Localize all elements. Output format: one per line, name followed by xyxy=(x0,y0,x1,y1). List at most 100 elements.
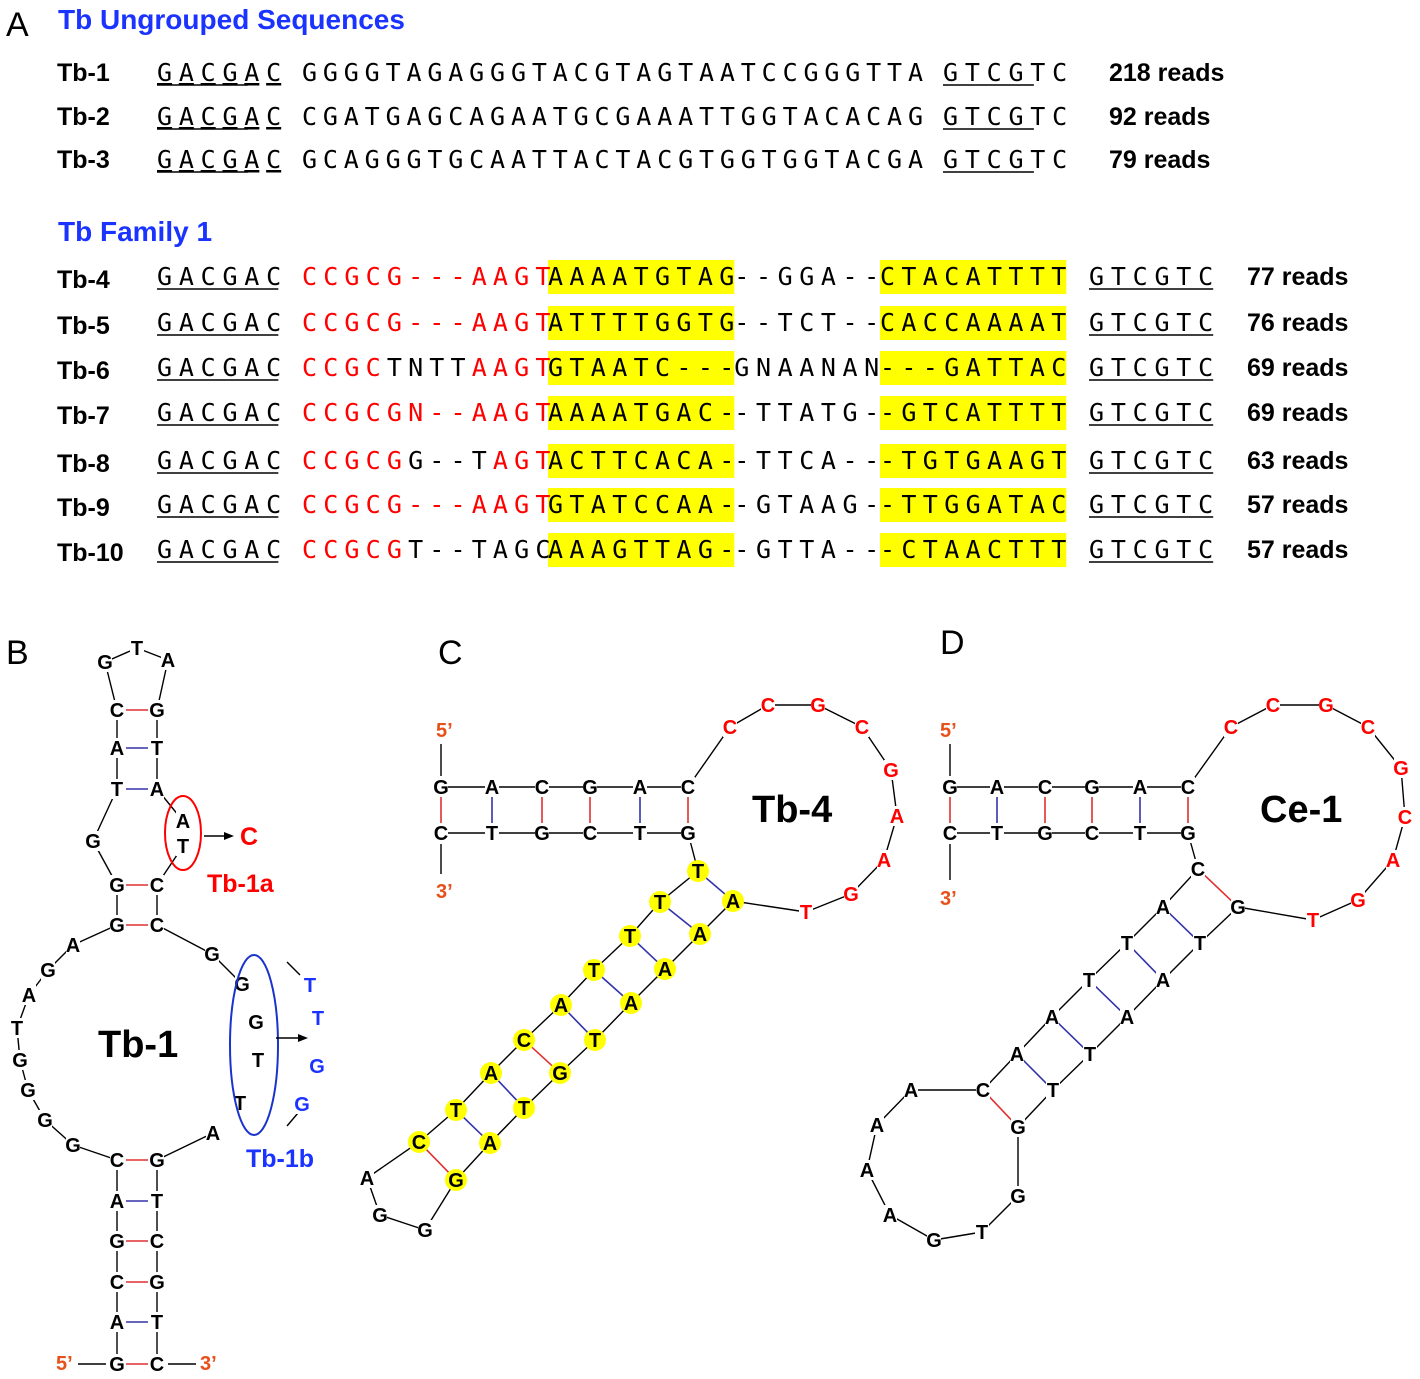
base-pair-bond xyxy=(704,876,727,896)
stem-3-seq: CTACATTTT xyxy=(880,262,1066,291)
nucleotide: T xyxy=(151,1312,163,1334)
nucleotide: T xyxy=(131,638,143,660)
tb1a-variant-ellipse xyxy=(164,795,202,871)
base-bg xyxy=(1361,717,1375,737)
base-bg xyxy=(723,717,737,737)
base-bg xyxy=(890,806,904,826)
stem-highlight-circle xyxy=(584,1029,606,1051)
base-bg xyxy=(761,695,775,715)
nucleotide: G xyxy=(40,960,56,982)
nucleotide: T xyxy=(11,1018,23,1040)
base-bg xyxy=(110,779,124,799)
base-bg xyxy=(310,1056,324,1076)
base-bg xyxy=(110,1231,124,1251)
nucleotide: C xyxy=(1038,777,1052,799)
nucleotide: A xyxy=(161,650,175,672)
primer-left: GACGAC xyxy=(157,490,281,519)
stem-3-seq: -CTAACTTT xyxy=(880,535,1066,564)
nucleotide: G xyxy=(417,1220,433,1242)
base-bg xyxy=(206,1123,220,1143)
stem-highlight-3 xyxy=(880,444,1067,478)
stem-highlight-circle xyxy=(687,860,709,882)
base-bg xyxy=(13,1050,27,1070)
stem-highlight-circle xyxy=(513,1097,535,1119)
nucleotide: G xyxy=(926,1230,942,1252)
stem-highlight-circle xyxy=(619,925,641,947)
primer-left: GACGAC xyxy=(157,398,281,427)
base-bg xyxy=(583,823,597,843)
base-bg xyxy=(434,823,448,843)
base-bg xyxy=(860,1160,874,1180)
nucleotide: G xyxy=(149,700,165,722)
base-bg xyxy=(990,777,1004,797)
stem-highlight-5 xyxy=(548,444,735,478)
nucleotide: G xyxy=(204,944,220,966)
stem-highlight-circle xyxy=(550,994,572,1016)
nucleotide: A xyxy=(877,850,891,872)
nucleotide: G xyxy=(65,1135,81,1157)
nucleotide: A xyxy=(1386,850,1400,872)
primer-right: GTCGTC xyxy=(1089,308,1213,337)
base-bg xyxy=(975,1222,989,1242)
stem-3-seq: -TGTGAAGT xyxy=(880,446,1066,475)
base-bg xyxy=(1398,807,1412,827)
backbone-link xyxy=(72,924,118,946)
row-label: Tb-1 xyxy=(57,59,110,87)
base-bg xyxy=(943,823,957,843)
base-pair-bond xyxy=(530,1045,554,1068)
base-bg xyxy=(844,884,858,904)
nucleotide: G xyxy=(309,1056,325,1078)
nucleotide: G xyxy=(1318,695,1334,717)
base-bg xyxy=(150,1191,164,1211)
stem-highlight-circle xyxy=(583,959,605,981)
nucleotide: T xyxy=(800,902,812,924)
base-bg xyxy=(98,652,112,672)
nucleotide: G xyxy=(883,760,899,782)
backbone-link xyxy=(933,1231,983,1241)
stem-5-seq: ATTTTGGTG xyxy=(548,308,734,337)
tb1b-variant-ellipse xyxy=(229,954,279,1136)
nucleotide: C xyxy=(855,717,869,739)
stem-highlight-circle xyxy=(445,1169,467,1191)
base-bg xyxy=(21,1080,35,1100)
base-bg xyxy=(1120,933,1134,953)
stem-3-seq: -GTCATTTT xyxy=(880,398,1066,427)
nucleotide: T xyxy=(177,836,189,858)
base-bg xyxy=(110,1354,124,1374)
backbone-link xyxy=(1187,726,1232,788)
base-bg xyxy=(799,902,813,922)
row-label: Tb-6 xyxy=(57,357,110,385)
base-bg xyxy=(41,960,55,980)
base-pair-bond xyxy=(1022,1059,1048,1085)
base-bg xyxy=(535,823,549,843)
base-bg xyxy=(1085,777,1099,797)
nucleotide: T xyxy=(589,1030,601,1052)
base-bg xyxy=(373,1205,387,1225)
tb1a-substitute-base: C xyxy=(240,823,258,851)
primer-left: GACGAC xyxy=(157,308,281,337)
tb1b-arrowhead xyxy=(298,1034,308,1042)
nucleotide: A xyxy=(890,806,904,828)
base-bg xyxy=(1133,823,1147,843)
base-bg xyxy=(1038,823,1052,843)
nucleotide: A xyxy=(1010,1044,1024,1066)
loop-seq: -TTATG- xyxy=(734,398,879,427)
row-label: Tb-10 xyxy=(57,539,124,567)
row-label: Tb-2 xyxy=(57,103,110,131)
primer-right: GTCGTC xyxy=(1089,353,1213,382)
nucleotide: C xyxy=(150,1354,164,1376)
nucleotide: G xyxy=(12,1050,28,1072)
base-bg xyxy=(811,695,825,715)
nucleotide: T xyxy=(1121,933,1133,955)
loop-seq: --GGA-- xyxy=(734,262,879,291)
base-bg xyxy=(110,1312,124,1332)
nucleotide: G xyxy=(149,1150,165,1172)
nucleotide: A xyxy=(990,777,1004,799)
loop-seq: -GTTA-- xyxy=(734,535,879,564)
nucleotide: T xyxy=(312,1008,324,1030)
